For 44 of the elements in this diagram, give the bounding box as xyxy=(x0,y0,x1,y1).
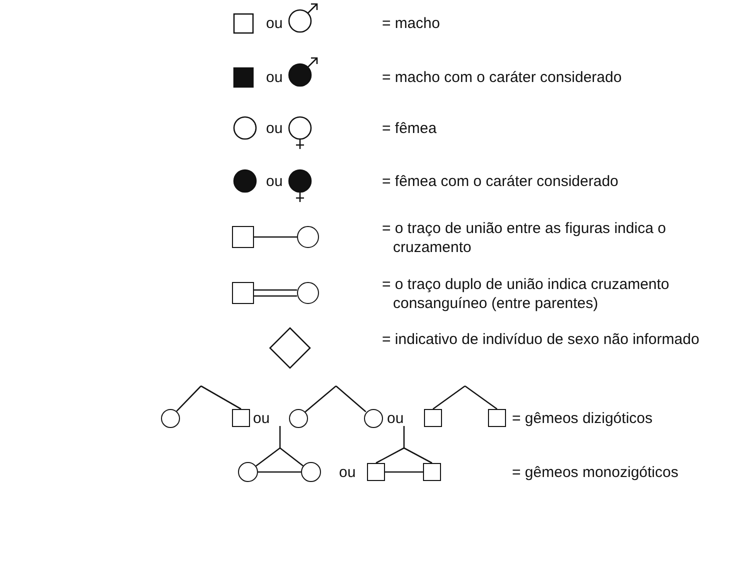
circle-symbol xyxy=(297,282,319,304)
or-text: ou xyxy=(266,68,283,87)
line xyxy=(256,447,280,467)
definition-text: = fêmea com o caráter considerado xyxy=(382,172,620,191)
definition-text: = macho xyxy=(382,14,441,33)
line xyxy=(280,447,304,466)
line xyxy=(304,386,336,412)
circle-symbol xyxy=(288,408,308,428)
line xyxy=(404,447,432,464)
definition-text: = macho com o caráter considerado xyxy=(382,68,623,87)
definition-text: = gêmeos monozigóticos xyxy=(512,463,680,482)
line xyxy=(336,386,366,412)
line xyxy=(258,471,301,473)
square-symbol xyxy=(423,463,441,481)
square-symbol xyxy=(232,226,254,248)
or-text: ou xyxy=(266,119,283,138)
or-text: ou xyxy=(266,172,283,191)
circle-symbol xyxy=(301,462,321,482)
line xyxy=(432,385,466,410)
or-text: ou xyxy=(253,409,270,428)
line xyxy=(200,385,242,410)
line xyxy=(464,385,498,410)
definition-text: = indicativo de indivíduo de sexo não informado xyxy=(382,330,700,349)
line xyxy=(385,471,423,473)
square-symbol xyxy=(424,409,442,427)
definition-text: = gêmeos dizigóticos xyxy=(512,409,654,428)
line xyxy=(254,236,297,238)
circle-symbol xyxy=(364,408,382,428)
line xyxy=(176,386,202,412)
circle-symbol xyxy=(238,462,258,482)
circle-symbol xyxy=(160,408,180,428)
definition-text: = o traço de união entre as figuras indica o cruzamento xyxy=(382,219,667,257)
or-text: ou xyxy=(339,463,356,482)
square-symbol xyxy=(367,463,385,481)
circle-symbol xyxy=(297,226,319,248)
or-text: ou xyxy=(266,14,283,33)
definition-text: = o traço duplo de união indica cruzamento consanguíneo (entre parentes) xyxy=(382,275,670,313)
definition-text: = fêmea xyxy=(382,119,438,138)
square-symbol xyxy=(232,282,254,304)
or-text: ou xyxy=(387,409,404,428)
double-line xyxy=(254,289,297,297)
square-symbol xyxy=(488,409,506,427)
line xyxy=(376,447,404,464)
square-symbol xyxy=(232,409,250,427)
